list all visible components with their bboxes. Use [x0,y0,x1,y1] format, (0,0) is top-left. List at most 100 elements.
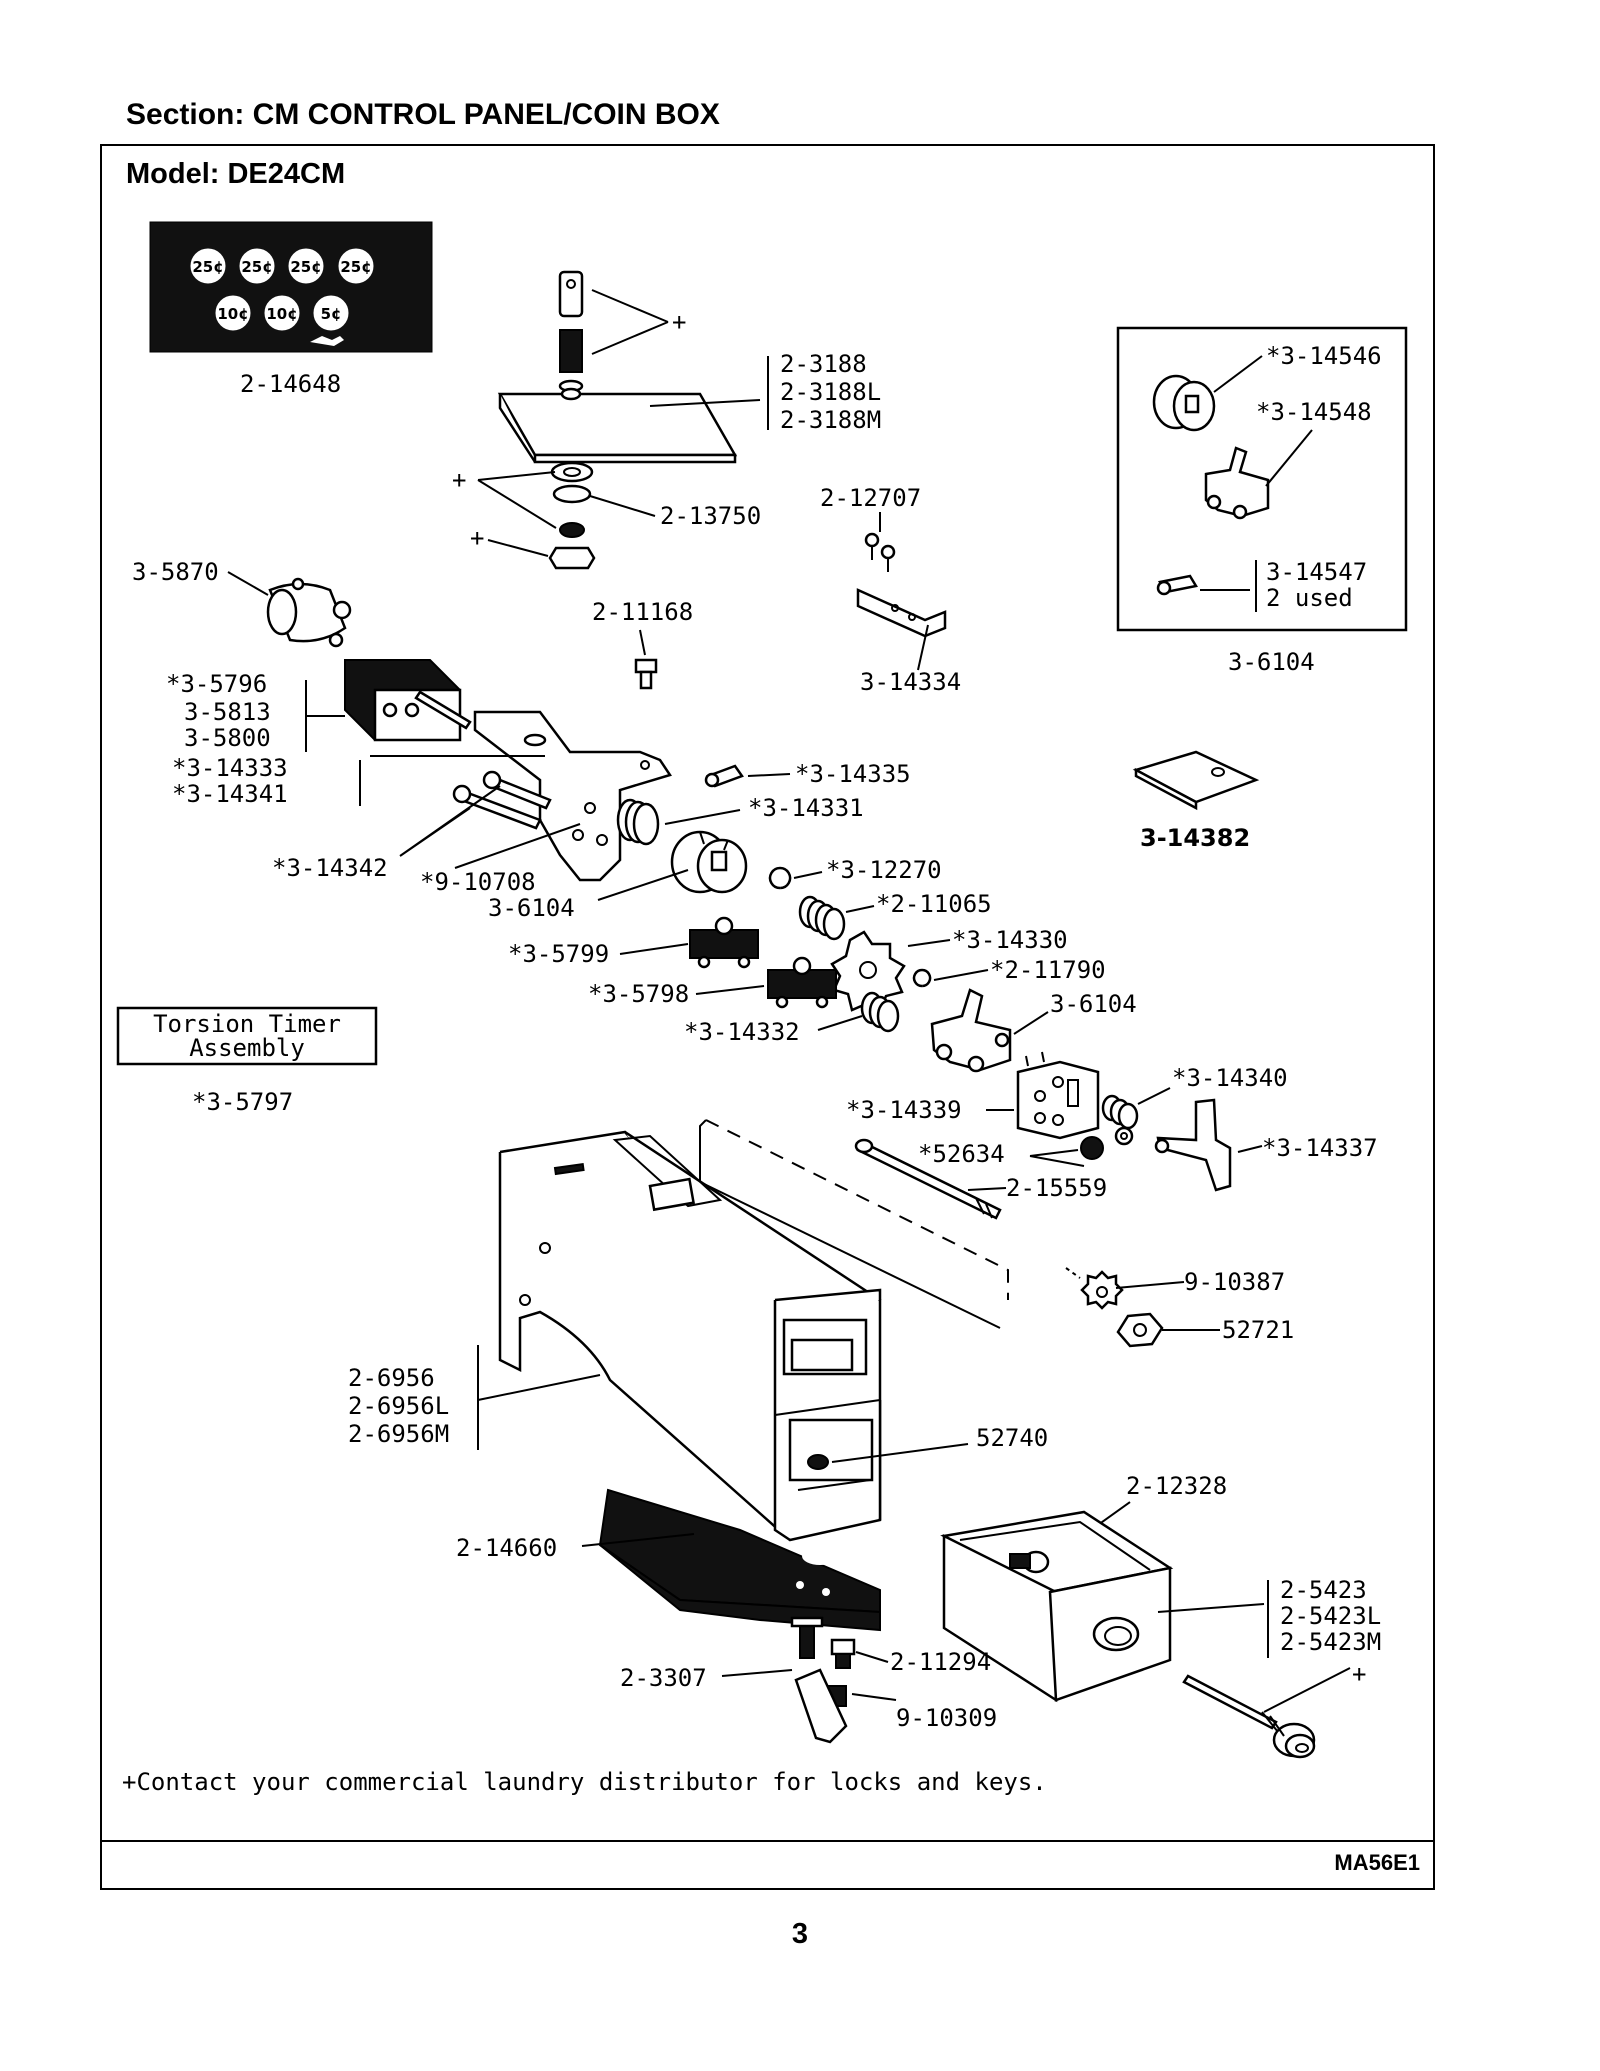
bracket-3-14334 [856,588,947,638]
label-3-14546: *3-14546 [1266,342,1382,370]
switch-3-5798 [767,956,837,1009]
nut-52721 [1116,1312,1164,1348]
screws-3-14342 [452,770,552,830]
label-52740: 52740 [976,1424,1048,1452]
torsion-line-2: Assembly [189,1034,305,1062]
label-9-10309: 9-10309 [896,1704,997,1732]
washer-nut-stack [548,461,596,570]
label-9-10708: *9-10708 [420,868,536,896]
label-3-6104-inset: 3-6104 [1228,648,1315,676]
lever-3-6104 [930,988,1012,1073]
coin-25-4: 25¢ [340,258,371,276]
label-3-5800: 3-5800 [184,724,271,752]
label-2-11294: 2-11294 [890,1648,991,1676]
coin-25-3: 25¢ [290,258,321,276]
label-3-14331: *3-14331 [748,794,864,822]
nut-52634 [1080,1126,1134,1160]
label-2-6956L: 2-6956L [348,1392,449,1420]
label-3-5799: *3-5799 [508,940,609,968]
label-2-used: 2 used [1266,584,1353,612]
spring-3-14340 [1101,1094,1139,1130]
coin-decal: 25¢ 25¢ 25¢ 25¢ 10¢ 10¢ 5¢ [149,221,433,353]
diagram-frame [100,144,1435,1890]
bracket-3-14339 [1016,1051,1100,1140]
label-2-12707: 2-12707 [820,484,921,512]
coin-drawer-2-5423 [940,1510,1174,1703]
label-3-14342: *3-14342 [272,854,388,882]
torsion-timer-box [116,1006,378,1066]
key-and-lock-top [558,270,584,393]
label-3-14382: 3-14382 [1140,824,1250,852]
label-3-14334: 3-14334 [860,668,961,696]
lever-3-14337 [1154,1098,1232,1192]
diagram-code: MA56E1 [1334,1850,1420,1875]
label-3-5796: *3-5796 [166,670,267,698]
label-3-5870: 3-5870 [132,558,219,586]
label-3-5797: *3-5797 [192,1088,293,1116]
screw-2-11168 [634,658,658,690]
lockwasher-9-10387 [1080,1270,1124,1310]
coin-10-1: 10¢ [217,305,248,323]
model-label: Model: DE24CM [126,158,346,190]
label-3-14548: *3-14548 [1256,398,1372,426]
label-2-5423L: 2-5423L [1280,1602,1381,1630]
label-3-14332: *3-14332 [684,1018,800,1046]
coin-10-2: 10¢ [266,305,297,323]
spring-3-14331 [616,798,660,846]
label-2-14660: 2-14660 [456,1534,557,1562]
label-3-14330: *3-14330 [952,926,1068,954]
label-3-12270: *3-12270 [826,856,942,884]
label-2-11065: *2-11065 [876,890,992,918]
label-plus-key: + [1352,1660,1366,1688]
label-3-14337: *3-14337 [1262,1134,1378,1162]
label-3-5798: *3-5798 [588,980,689,1008]
pin-3-14335 [704,764,744,788]
coin-box-housing [498,1130,882,1542]
label-9-10387: 9-10387 [1184,1268,1285,1296]
plate-3-14382 [1132,750,1260,811]
spring-3-14332 [860,991,900,1033]
label-52721: 52721 [1222,1316,1294,1344]
control-panel-plate [497,387,738,464]
label-2-6956M: 2-6956M [348,1420,449,1448]
spring-2-11065 [798,895,846,941]
label-2-15559: 2-15559 [1006,1174,1107,1202]
label-3-14340: *3-14340 [1172,1064,1288,1092]
label-3-5813: 3-5813 [184,698,271,726]
locks-keys-note: +Contact your commercial laundry distrib… [122,1768,1047,1796]
cover-panel [699,1119,1009,1329]
label-2-12328: 2-12328 [1126,1472,1227,1500]
label-2-3188: 2-3188 [780,350,867,378]
label-2-14648: 2-14648 [240,370,341,398]
label-2-3188M: 2-3188M [780,406,881,434]
torsion-line-1: Torsion Timer [153,1010,341,1038]
label-plus-top: + [672,308,686,336]
label-2-5423M: 2-5423M [1280,1628,1381,1656]
key-lock-drawer [1182,1674,1316,1759]
coin-25-2: 25¢ [241,258,272,276]
rod-2-15559 [854,1138,1002,1220]
label-3-14339: *3-14339 [846,1096,962,1124]
inset-box [1116,326,1408,632]
label-2-6956: 2-6956 [348,1364,435,1392]
page-number: 3 [791,1918,809,1950]
screws-2-3307 [790,1616,856,1744]
label-3-6104-b: 3-6104 [1050,990,1137,1018]
screw-2-12707 [864,532,896,572]
footer-divider [100,1840,1435,1842]
label-3-14547: 3-14547 [1266,558,1367,586]
switch-3-5799 [689,916,759,969]
coin-25-1: 25¢ [192,258,223,276]
timer-motor-3-5870 [266,577,352,648]
label-3-14333: *3-14333 [172,754,288,782]
cam-3-6104 [670,830,748,894]
label-2-3307: 2-3307 [620,1664,707,1692]
label-3-14335: *3-14335 [795,760,911,788]
label-52634: *52634 [918,1140,1005,1168]
label-3-14341: *3-14341 [172,780,288,808]
label-2-3188L: 2-3188L [780,378,881,406]
coin-5: 5¢ [321,305,342,323]
label-2-5423: 2-5423 [1280,1576,1367,1604]
section-title: Section: CM CONTROL PANEL/COIN BOX [126,98,720,131]
